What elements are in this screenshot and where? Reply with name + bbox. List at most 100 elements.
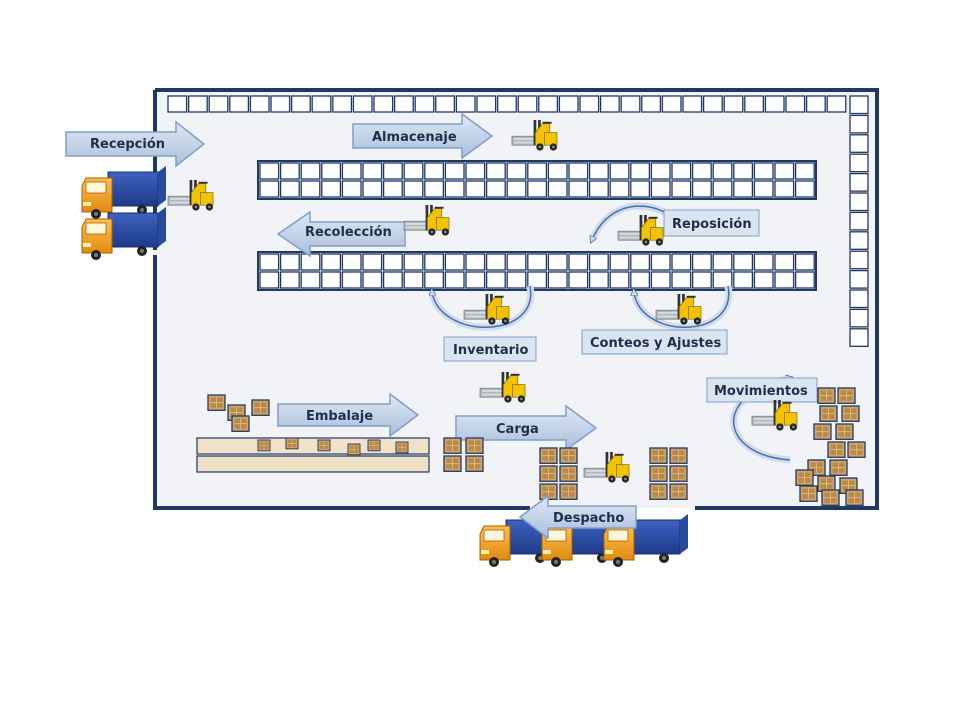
rack-cell: [588, 253, 609, 271]
recoleccion-arrow: Recolección: [276, 210, 406, 258]
rack-cell: [279, 162, 300, 180]
rack-right-column: [849, 95, 869, 347]
pallet-box-icon: [841, 405, 860, 422]
rack-cell: [382, 180, 403, 198]
rack-cell: [691, 271, 712, 289]
rack-cell: [650, 162, 671, 180]
rack-cell: [661, 95, 682, 113]
rack-cell: [849, 95, 869, 115]
rack-cell: [712, 271, 733, 289]
rack-cell: [321, 162, 342, 180]
rack-cell: [733, 253, 754, 271]
rack-cell: [341, 253, 362, 271]
rack-cell: [424, 253, 445, 271]
rack-cell: [362, 253, 383, 271]
reposicion-cycle: Reposición: [588, 202, 760, 240]
pallet-box-icon: [649, 465, 668, 482]
pallet-box-icon: [443, 437, 462, 454]
rack-cell: [641, 95, 662, 113]
pallet-box-icon: [845, 489, 864, 506]
rack-cell: [744, 95, 765, 113]
pallet-box-icon: [317, 439, 331, 452]
rack-frame: [257, 251, 817, 291]
rack-cell: [849, 211, 869, 231]
despacho-label: Despacho: [553, 511, 624, 526]
rack-cell: [321, 180, 342, 198]
rack-cell: [476, 95, 497, 113]
reposicion-label-box: [663, 209, 760, 237]
pallet-box-icon: [835, 423, 854, 440]
rack-cell: [424, 180, 445, 198]
rack-cell: [588, 162, 609, 180]
pallet-box-icon: [539, 447, 558, 464]
movimientos-label-box: [706, 377, 818, 403]
pallet-box-icon: [395, 441, 409, 454]
rack-cell: [547, 162, 568, 180]
rack-cell: [259, 253, 280, 271]
rack-cell: [290, 95, 311, 113]
rack-cell: [609, 253, 630, 271]
despacho-arrow: Despacho: [518, 494, 637, 540]
rack-cell: [547, 271, 568, 289]
embalaje-arrow: Embalaje: [277, 392, 420, 438]
carga-arrow: Carga: [455, 404, 598, 452]
pallet-box-icon: [669, 447, 688, 464]
rack-cell: [403, 180, 424, 198]
rack-cell: [527, 253, 548, 271]
rack-cell: [435, 95, 456, 113]
rack-cell: [517, 95, 538, 113]
inventario-label-box: [443, 336, 537, 362]
rack-cell: [609, 180, 630, 198]
rack-cell: [753, 162, 774, 180]
rack-cell: [506, 180, 527, 198]
rack-cell: [362, 271, 383, 289]
rack-cell: [630, 271, 651, 289]
rack-cell: [259, 271, 280, 289]
pallet-box-icon: [559, 447, 578, 464]
rack-cell: [424, 271, 445, 289]
rack-cell: [691, 253, 712, 271]
carga-label: Carga: [496, 422, 539, 437]
rack-cell: [465, 162, 486, 180]
rack-cell: [527, 162, 548, 180]
rack-cell: [485, 271, 506, 289]
rack-cell: [753, 180, 774, 198]
rack-cell: [444, 271, 465, 289]
arrow-right-icon: [65, 120, 206, 168]
rack-cell: [682, 95, 703, 113]
rack-cell: [849, 308, 869, 328]
rack-cell: [506, 162, 527, 180]
inventario-label: Inventario: [453, 343, 528, 358]
rack-cell: [568, 253, 589, 271]
rack-cell: [599, 95, 620, 113]
rack-cell: [444, 162, 465, 180]
rack-cell: [455, 95, 476, 113]
pallet-box-icon: [799, 485, 818, 502]
arrow-left-icon: [276, 210, 406, 258]
rack-cell: [733, 180, 754, 198]
rack-cell: [794, 253, 815, 271]
rack-cell: [609, 162, 630, 180]
rack-cell: [311, 95, 332, 113]
pallet-box-icon: [821, 489, 840, 506]
rack-cell: [849, 250, 869, 270]
rack-cell: [506, 253, 527, 271]
rack-cell: [764, 95, 785, 113]
rack-cell: [774, 162, 795, 180]
rack-cell: [527, 271, 548, 289]
recoleccion-label: Recolección: [305, 225, 392, 240]
rack-cell: [774, 253, 795, 271]
rack-cell: [403, 271, 424, 289]
rack-cell: [671, 180, 692, 198]
rack-cell: [691, 180, 712, 198]
rack-cell: [579, 95, 600, 113]
rack-cell: [279, 180, 300, 198]
pallet-box-icon: [465, 437, 484, 454]
pallet-box-icon: [285, 437, 299, 450]
rack-cell: [341, 180, 362, 198]
pallet-box-icon: [251, 399, 270, 416]
rack-cell: [733, 271, 754, 289]
rack-top-row: [167, 95, 847, 113]
rack-cell: [588, 271, 609, 289]
rack-cell: [506, 271, 527, 289]
